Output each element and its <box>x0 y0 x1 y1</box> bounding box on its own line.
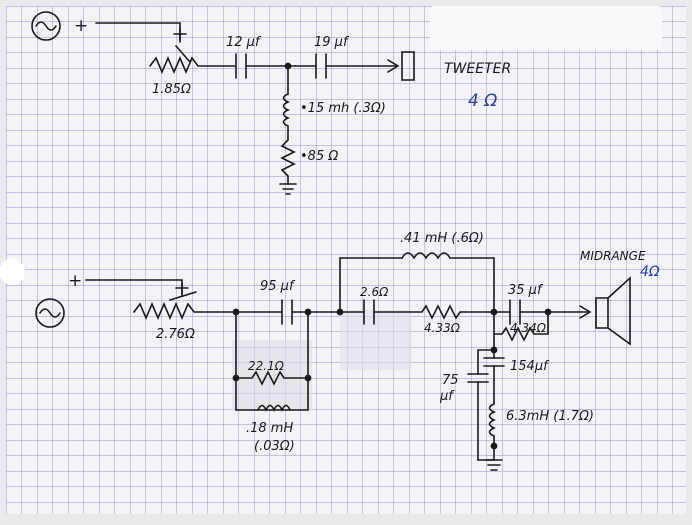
tweeter-shunt-resistor <box>280 125 296 185</box>
tweeter-name-label: TWEETER <box>444 61 511 77</box>
midrange-capacitor-35-label: 35 μf <box>508 283 544 298</box>
midrange-name-label: MIDRANGE <box>580 249 646 263</box>
tweeter-attenuator-resistor <box>149 55 237 75</box>
parallel-inductor-label: .18 mH <box>246 421 293 436</box>
midrange-capacitor-75-label: 75 <box>442 373 459 388</box>
tweeter-adjust-arrow <box>173 27 187 41</box>
tweeter-resistor-label: •85 Ω <box>300 149 338 164</box>
correction-fluid-1 <box>232 340 312 410</box>
midrange-driver-symbol <box>595 276 631 346</box>
midrange-adjust-arrow <box>175 282 189 295</box>
midrange-input-plus: + <box>68 271 82 291</box>
parallel-inductor-dcr-label: (.03Ω) <box>254 439 295 454</box>
paper-blank-corner <box>430 6 662 50</box>
midrange-attenuator-resistor <box>133 301 283 321</box>
tweeter-capacitor-2-label: 19 μf <box>314 35 350 50</box>
tweeter-inductor-label: •15 mh (.3Ω) <box>300 101 386 116</box>
midrange-capacitor-95-label: 95 μf <box>260 279 296 294</box>
tweeter-input-plus: + <box>74 16 88 36</box>
bypass-inductor-041 <box>401 252 451 260</box>
midrange-capacitor-75-unit-label: μf <box>439 389 455 404</box>
tweeter-impedance-label: 4 Ω <box>468 91 497 111</box>
tweeter-source-symbol <box>31 11 61 41</box>
parallel-inductor-018 <box>257 404 291 412</box>
tweeter-attenuator-label: 1.85Ω <box>152 82 191 97</box>
midrange-series-resistor <box>373 304 511 320</box>
tweeter-inductor <box>282 93 290 127</box>
midrange-shunt-inductor-63 <box>488 403 496 437</box>
tweeter-ground <box>279 183 297 195</box>
midrange-source-symbol <box>35 298 65 328</box>
midrange-attenuator-label: 2.76Ω <box>156 327 195 342</box>
parallel-resistor-22 <box>235 370 309 386</box>
midrange-shunt-inductor-label: 6.3mH (1.7Ω) <box>506 409 594 424</box>
binder-hole <box>0 259 25 285</box>
midrange-shunt-resistor-434 <box>493 311 549 342</box>
midrange-series-resistor-label: 4.33Ω <box>424 321 461 335</box>
midrange-shunt-resistor-label: 4.34Ω <box>510 321 547 335</box>
tweeter-capacitor-1-label: 12 μf <box>226 35 262 50</box>
parallel-resistor-label: 22.1Ω <box>248 359 285 373</box>
bypass-inductor-label: .41 mH (.6Ω) <box>400 231 484 246</box>
midrange-shunt-capacitor-label: 154μf <box>510 359 550 374</box>
tweeter-driver-symbol <box>401 51 415 81</box>
midrange-ground <box>485 459 503 471</box>
correction-fluid-2 <box>340 310 412 370</box>
midrange-capacitor-2-label: 2.6Ω <box>360 285 389 299</box>
midrange-impedance-label: 4Ω <box>640 264 660 280</box>
